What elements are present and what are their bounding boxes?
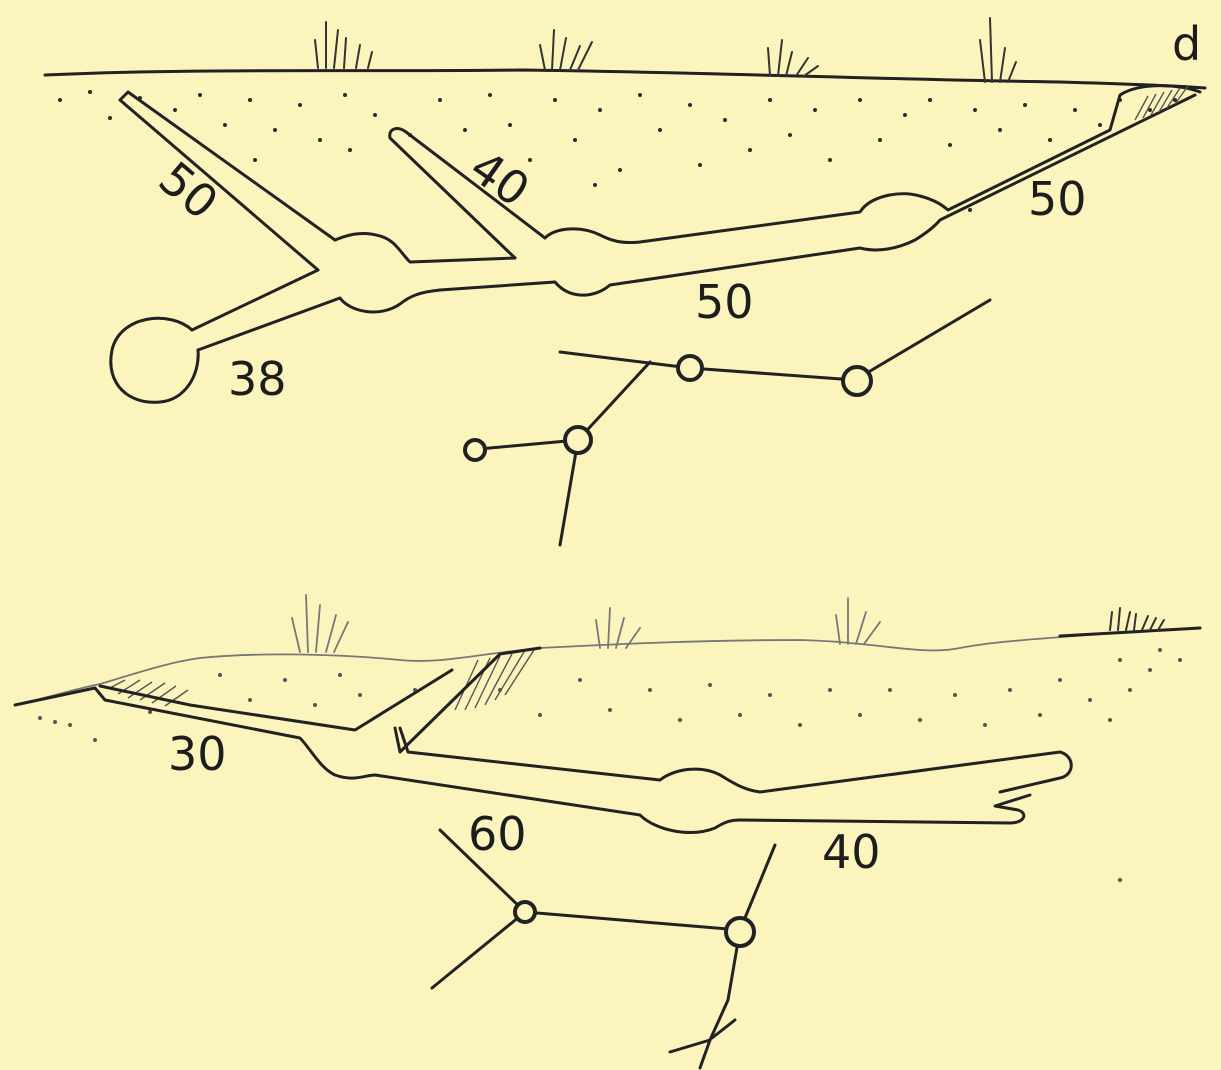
top-plan-view — [465, 300, 990, 545]
bottom-burrow-section: 30 60 40 — [15, 595, 1200, 1068]
top-soil-dots — [58, 90, 1177, 212]
bottom-tunnel-upper — [100, 670, 1071, 792]
bottom-ground-right — [1060, 628, 1200, 636]
top-chamber — [111, 318, 198, 402]
label-branch-mid: 40 — [460, 140, 539, 218]
label-bottom-right: 40 — [822, 825, 881, 879]
label-tunnel-main: 50 — [695, 275, 754, 329]
bottom-grass — [292, 595, 880, 652]
label-tunnel-right: 50 — [1028, 172, 1087, 226]
label-bottom-left: 30 — [168, 727, 227, 781]
label-bottom-mid: 60 — [468, 807, 527, 861]
label-chamber: 38 — [228, 352, 287, 406]
top-branch-left — [120, 92, 335, 270]
top-ground-line — [45, 70, 1205, 88]
label-corner-d: d — [1172, 17, 1201, 71]
top-burrow-section: 50 40 50 50 38 d — [45, 17, 1205, 545]
bottom-grass-right — [1110, 608, 1164, 630]
label-branch-left: 50 — [149, 151, 229, 230]
bottom-plan-view — [432, 830, 775, 1068]
